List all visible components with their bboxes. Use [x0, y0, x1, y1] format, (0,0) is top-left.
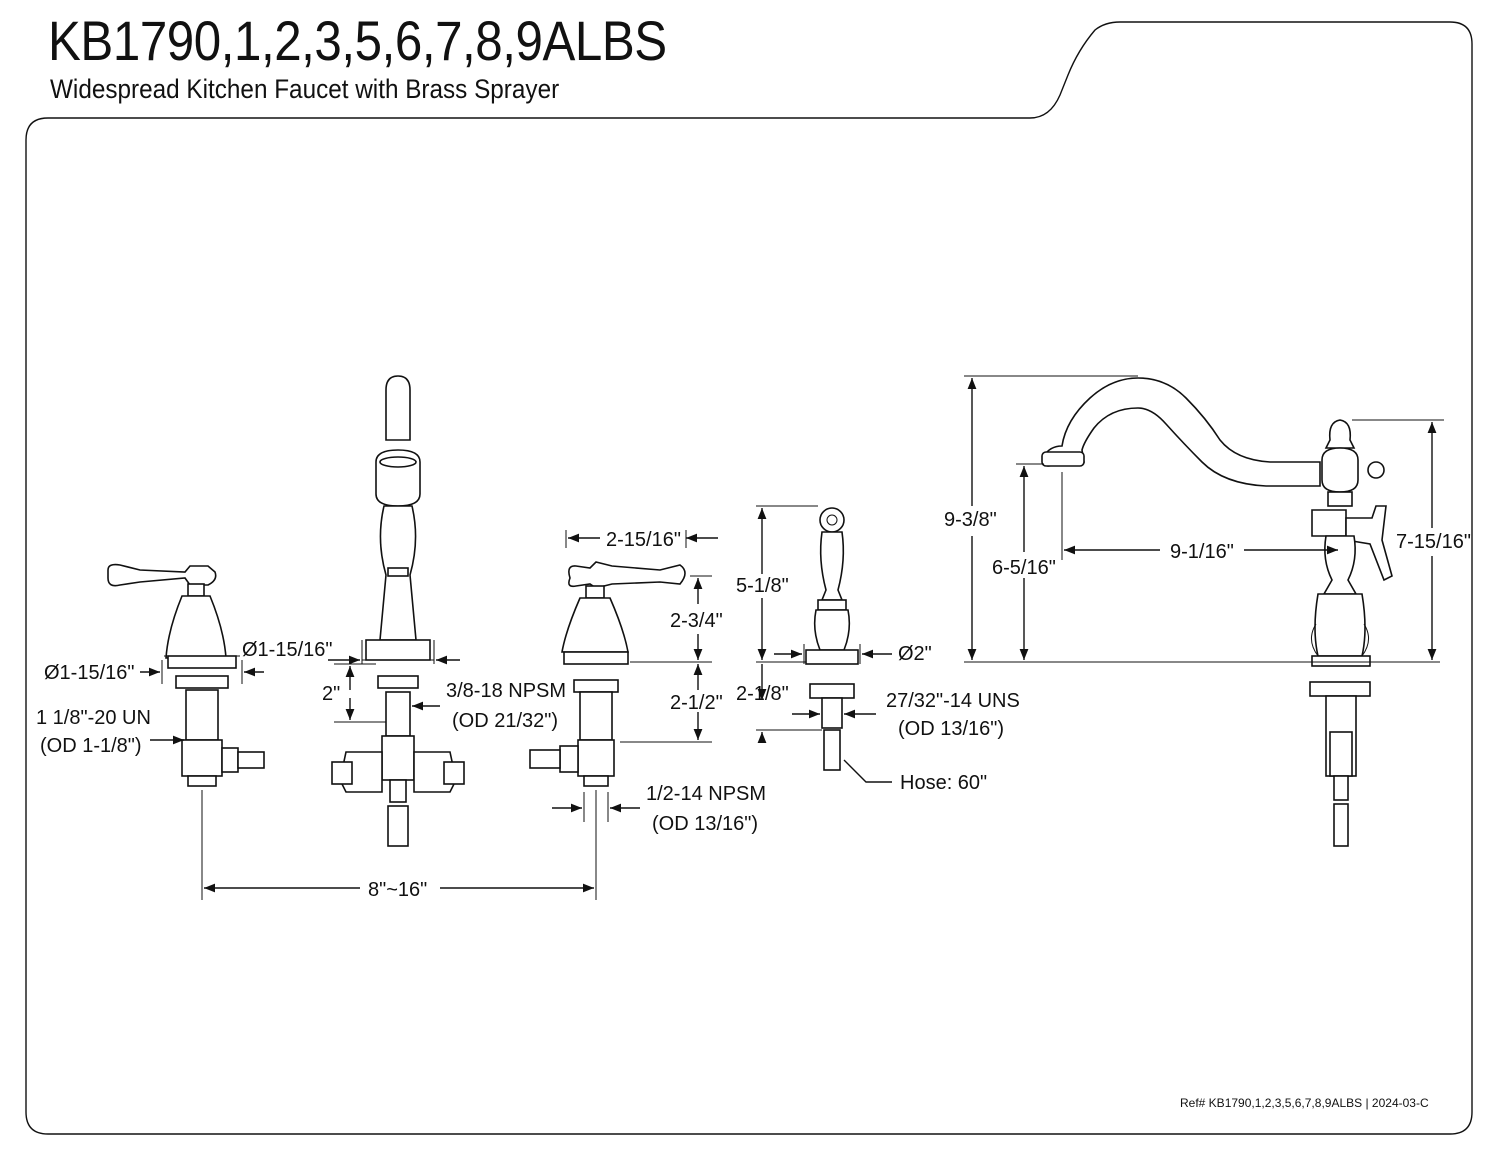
handle-outlet-od: (OD 13/16"): [652, 813, 758, 835]
left-thread-od: (OD 1-1/8"): [40, 735, 142, 757]
spout-thread-od: (OD 21/32"): [452, 710, 558, 732]
center-spout-front: [331, 375, 465, 847]
sprayer-height: 5-1/8": [736, 575, 789, 597]
page-title: KB1790,1,2,3,5,6,7,8,9ALBS: [48, 9, 667, 72]
spout-diameter: Ø1-15/16": [242, 639, 333, 661]
sprayer-shank: 2-1/8": [736, 683, 789, 705]
spread: 8"~16": [368, 879, 427, 901]
sprayer: [805, 507, 859, 771]
handle-width: 2-15/16": [606, 529, 681, 551]
sprayer-diameter: Ø2": [898, 643, 932, 665]
hose-length: Hose: 60": [900, 772, 987, 794]
overall-height: 9-3/8": [944, 509, 997, 531]
handle-height: 2-3/4": [670, 610, 723, 632]
sprayer-thread-od: (OD 13/16"): [898, 718, 1004, 740]
spout-reach: 9-1/16": [1170, 541, 1234, 563]
right-handle-valve: [529, 561, 686, 787]
sprayer-thread-spec: 27/32"-14 UNS: [886, 690, 1020, 712]
page-subtitle: Widespread Kitchen Faucet with Brass Spr…: [50, 74, 560, 104]
side-handle-height: 7-15/16": [1396, 531, 1471, 553]
left-handle-valve: [107, 563, 265, 787]
left-thread-spec: 1 1/8"-20 UN: [36, 707, 151, 729]
handle-shank: 2-1/2": [670, 692, 723, 714]
reference-number: Ref# KB1790,1,2,3,5,6,7,8,9ALBS | 2024-0…: [1180, 1096, 1429, 1110]
spout-thread-spec: 3/8-18 NPSM: [446, 680, 566, 702]
frame-border: [25, 21, 1473, 1135]
handle-outlet-thread: 1/2-14 NPSM: [646, 783, 766, 805]
spout-height-below: 2": [322, 683, 340, 705]
spout-clearance: 6-5/16": [992, 557, 1056, 579]
side-view-faucet: [1041, 377, 1393, 847]
left-handle-diameter: Ø1-15/16": [44, 662, 135, 684]
